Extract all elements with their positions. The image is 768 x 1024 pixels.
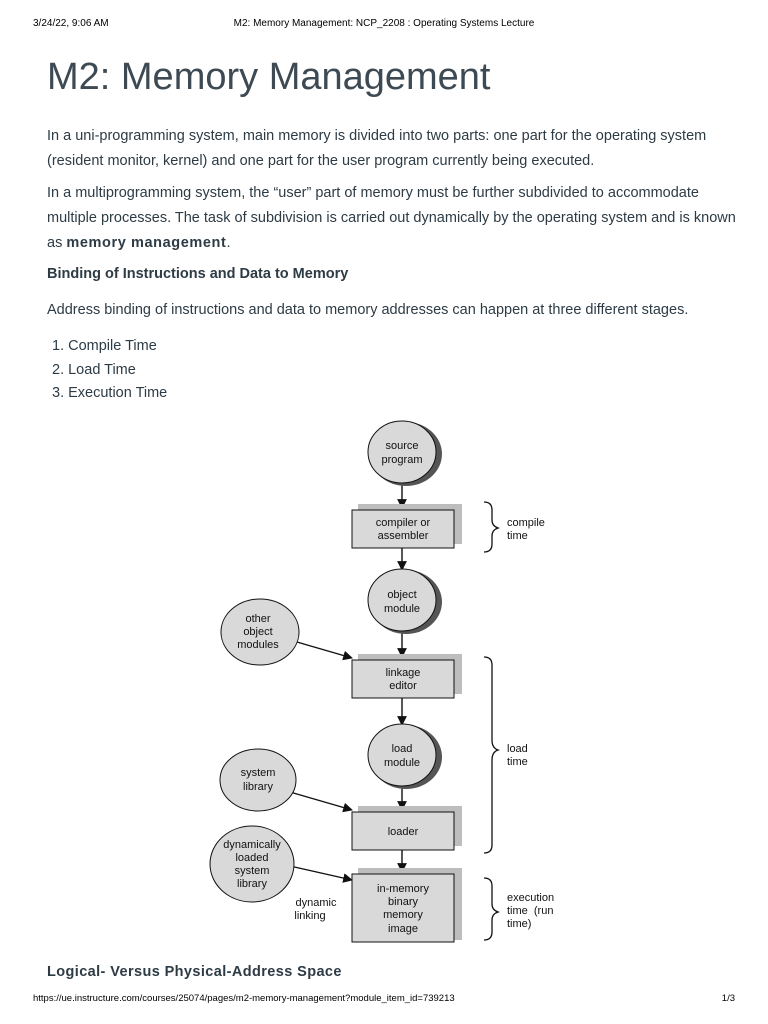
memory-management-term: memory management xyxy=(66,235,227,251)
memory-image-label-4: image xyxy=(388,923,418,935)
memory-image-label-2: binary xyxy=(388,896,418,908)
print-footer: https://ue.instructure.com/courses/25074… xyxy=(33,993,735,1007)
other-object-modules-node: other object modules xyxy=(220,598,300,666)
memory-image-label-3: memory xyxy=(383,909,423,921)
object-module-node: object module xyxy=(367,568,442,634)
dynamic-library-label-2: loaded xyxy=(235,852,268,864)
object-module-label-2: module xyxy=(384,603,420,615)
stage-execution-time: 3. Execution Time xyxy=(52,385,168,401)
page-title: M2: Memory Management xyxy=(47,56,491,98)
system-library-label-2: library xyxy=(243,781,273,793)
dynamic-library-label-4: library xyxy=(237,878,267,890)
execution-time-label-3: time) xyxy=(507,918,531,930)
loader-label: loader xyxy=(388,826,419,838)
dynamic-linking-label-1: dynamic xyxy=(296,897,337,909)
compile-time-label-2: time xyxy=(507,530,528,542)
system-library-node: system library xyxy=(219,748,297,812)
timeline-braces xyxy=(483,501,501,941)
paragraph-multiprogramming: In a multiprogramming system, the “user”… xyxy=(47,181,737,256)
compiler-label-2: assembler xyxy=(378,530,429,542)
execution-time-label: execution time (run time) xyxy=(507,892,554,930)
linkage-editor-label-2: editor xyxy=(389,680,417,692)
print-document-title: M2: Memory Management: NCP_2208 : Operat… xyxy=(233,18,535,29)
compiler-label-1: compiler or xyxy=(376,517,431,529)
other-object-modules-label-2: object xyxy=(243,626,272,638)
compile-time-label: compile time xyxy=(507,517,545,542)
source-program-label-1: source xyxy=(385,440,418,452)
paragraph-multiprogramming-text: In a multiprogramming system, the “user”… xyxy=(47,185,736,251)
print-header: 3/24/22, 9:06 AM M2: Memory Management: … xyxy=(33,18,735,32)
load-time-label-1: load xyxy=(507,743,528,755)
heading-binding: Binding of Instructions and Data to Memo… xyxy=(47,266,349,282)
print-datetime: 3/24/22, 9:06 AM xyxy=(33,18,109,29)
heading-logical-physical: Logical- Versus Physical-Address Space xyxy=(47,964,342,980)
other-object-modules-label-3: modules xyxy=(237,639,279,651)
load-module-label-2: module xyxy=(384,757,420,769)
execution-time-label-2: time (run xyxy=(507,905,553,917)
compiler-node: compiler or assembler xyxy=(351,504,462,549)
stage-compile-time: 1. Compile Time xyxy=(52,338,157,354)
stage-list: 1. Compile Time 2. Load Time 3. Executio… xyxy=(52,335,167,406)
load-time-label: load time xyxy=(507,743,528,768)
dynamic-linking-label-2: linking xyxy=(294,910,325,922)
execution-time-label-1: execution xyxy=(507,892,554,904)
loader-node: loader xyxy=(351,806,462,851)
stage-load-time: 2. Load Time xyxy=(52,361,136,378)
object-module-label-1: object xyxy=(387,589,416,601)
paragraph-address-binding: Address binding of instructions and data… xyxy=(47,302,689,318)
source-program-node: source program xyxy=(367,420,442,486)
linkage-editor-node: linkage editor xyxy=(351,654,462,699)
load-module-node: load module xyxy=(367,723,442,789)
dynamic-library-label-1: dynamically xyxy=(223,839,281,851)
load-time-label-2: time xyxy=(507,756,528,768)
paragraph-multiprogramming-end: . xyxy=(226,235,231,251)
source-program-label-2: program xyxy=(382,454,423,466)
load-module-label-1: load xyxy=(392,743,413,755)
print-url: https://ue.instructure.com/courses/25074… xyxy=(33,993,455,1004)
memory-image-node: in-memory binary memory image xyxy=(351,868,462,943)
paragraph-uniprogramming: In a uni-programming system, main memory… xyxy=(47,128,707,169)
linkage-editor-label-1: linkage xyxy=(386,667,421,679)
other-object-modules-label-1: other xyxy=(245,613,270,625)
memory-image-label-1: in-memory xyxy=(377,883,429,895)
address-binding-diagram: source program compiler or assembler obj… xyxy=(209,420,554,943)
dynamic-library-node: dynamically loaded system library xyxy=(209,825,295,903)
print-page-count: 1/3 xyxy=(721,993,735,1004)
compile-time-label-1: compile xyxy=(507,517,545,529)
system-library-label-1: system xyxy=(241,767,276,779)
dynamic-library-label-3: system xyxy=(235,865,270,877)
